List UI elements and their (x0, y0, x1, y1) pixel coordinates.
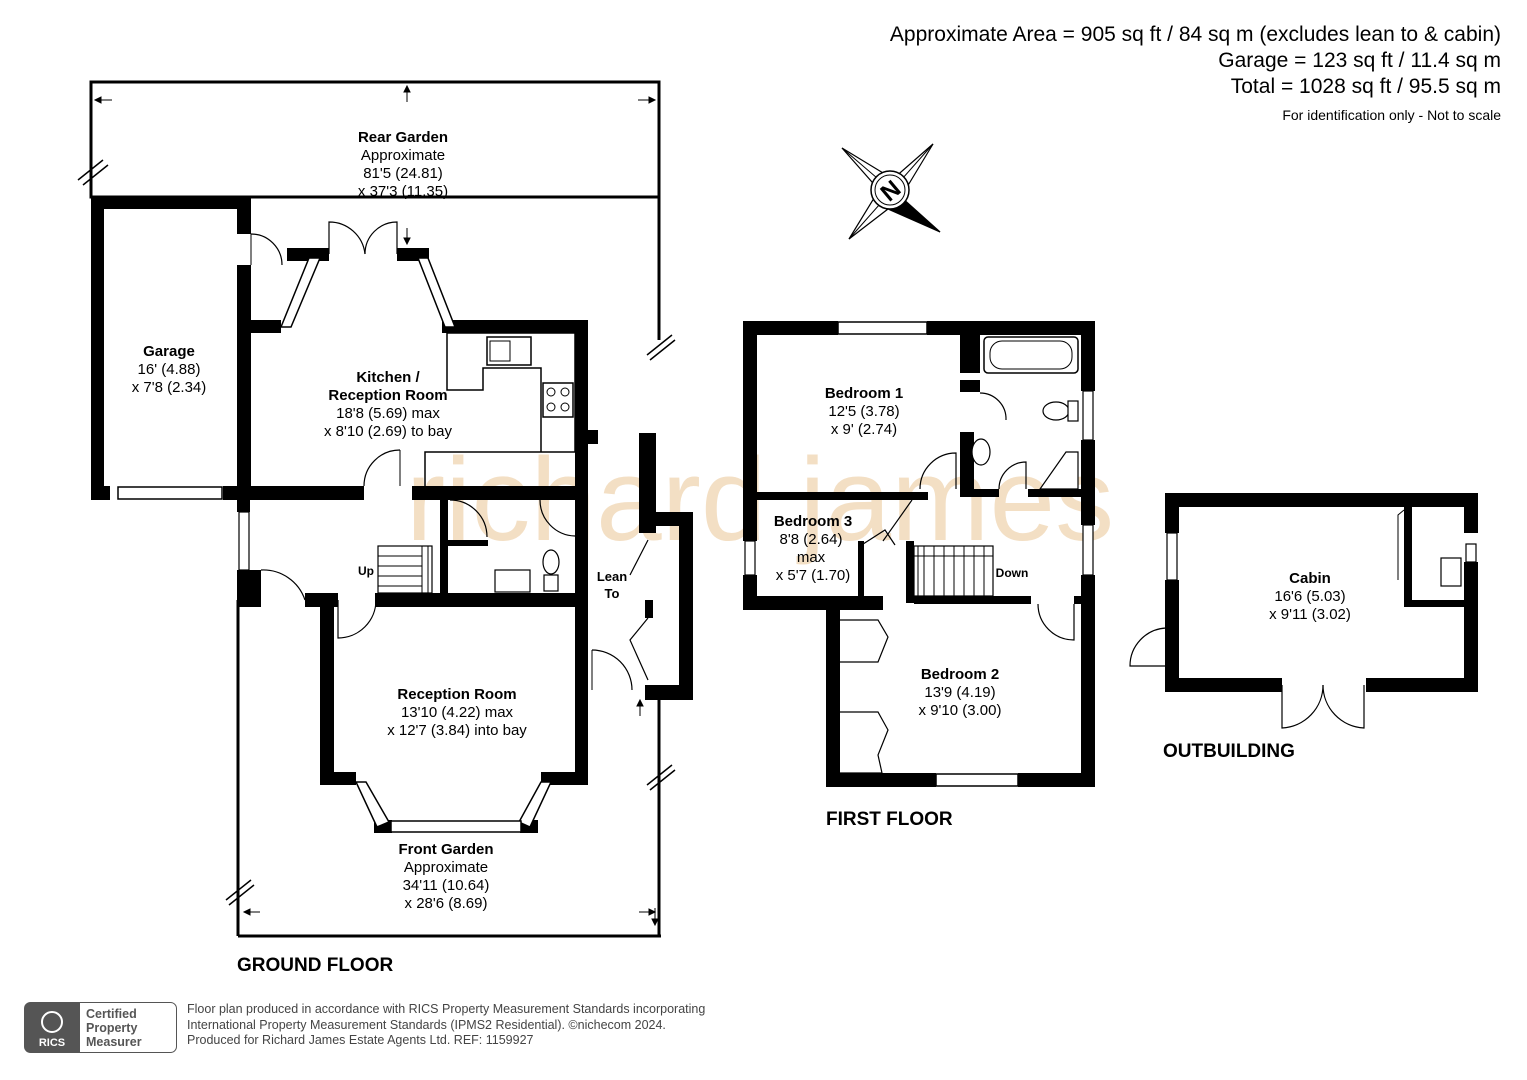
footer-notes: Floor plan produced in accordance with R… (187, 1002, 705, 1049)
rear-garden-l2: 81'5 (24.81) (363, 165, 443, 182)
footer-line1: Floor plan produced in accordance with R… (187, 1002, 706, 1016)
kitchen-l2: x 8'10 (2.69) to bay (324, 423, 452, 440)
cabin-name: Cabin (1289, 570, 1331, 587)
ground-floor-plan (77, 80, 693, 938)
total-area: Total = 1028 sq ft / 95.5 sq m (1230, 75, 1501, 98)
footer-line2: International Property Measurement Stand… (187, 1017, 666, 1032)
rics-certified: Certified (86, 1007, 137, 1021)
bedroom3-name: Bedroom 3 (774, 513, 852, 530)
rear-garden-name: Rear Garden (358, 129, 448, 146)
rear-garden-l3: x 37'3 (11.35) (358, 183, 448, 200)
compass-icon: N (841, 143, 941, 240)
bedroom1-name: Bedroom 1 (825, 385, 903, 402)
kitchen-l1: 18'8 (5.69) max (336, 405, 440, 422)
first-floor-label: FIRST FLOOR (826, 809, 953, 830)
bedroom1-l1: 12'5 (3.78) (828, 403, 899, 420)
garage-l2: x 7'8 (2.34) (132, 379, 207, 396)
area-summary: Approximate Area = 905 sq ft / 84 sq m (… (890, 22, 1501, 128)
bedroom3-l1: 8'8 (2.64) (780, 531, 843, 548)
outbuilding-label: OUTBUILDING (1163, 741, 1295, 762)
lean-to-l1: Lean (597, 569, 627, 584)
rear-garden-l1: Approximate (361, 147, 445, 164)
kitchen-walls (237, 248, 598, 500)
reception-l2: x 12'7 (3.84) into bay (387, 722, 527, 739)
bedroom2-l2: x 9'10 (3.00) (919, 702, 1002, 719)
rics-badge: RICS Certified Property Measurer (24, 1002, 177, 1053)
stairs-down: Down (996, 566, 1029, 580)
front-garden-l1: Approximate (404, 859, 488, 876)
reception-l1: 13'10 (4.22) max (401, 704, 514, 721)
kitchen-sink (486, 336, 532, 366)
cabin-l2: x 9'11 (3.02) (1269, 606, 1351, 623)
lean-to-l2: To (605, 586, 620, 601)
bedroom3-l3: x 5'7 (1.70) (776, 567, 851, 584)
cabin-sink (1440, 557, 1462, 587)
cabin-l1: 16'6 (5.03) (1274, 588, 1345, 605)
bath (983, 336, 1079, 374)
hob (542, 382, 574, 418)
rics-property: Property (86, 1021, 137, 1035)
kitchen-name1: Kitchen / (356, 369, 420, 386)
scale-note: For identification only - Not to scale (1282, 107, 1501, 123)
garage-area: Garage = 123 sq ft / 11.4 sq m (1218, 49, 1501, 72)
bay-window (390, 820, 522, 833)
front-garden-name: Front Garden (398, 841, 493, 858)
bedroom1-l2: x 9' (2.74) (831, 421, 897, 438)
room-labels: Rear Garden Approximate 81'5 (24.81) x 3… (132, 129, 1351, 912)
bedroom2-l1: 13'9 (4.19) (924, 684, 995, 701)
reception-name: Reception Room (397, 686, 516, 703)
ground-stairs (377, 545, 433, 594)
floor-labels: GROUND FLOOR FIRST FLOOR OUTBUILDING (237, 741, 1295, 976)
front-garden-l2: 34'11 (10.64) (403, 877, 490, 894)
garage-name: Garage (143, 343, 195, 360)
kitchen-name2: Reception Room (328, 387, 447, 404)
first-floor-plan (743, 321, 1095, 787)
wc-toilet (542, 549, 560, 575)
bedroom2-name: Bedroom 2 (921, 666, 999, 683)
rics-brand: RICS (39, 1037, 65, 1049)
garage-l1: 16' (4.88) (138, 361, 201, 378)
garage-door (117, 486, 223, 500)
outbuilding-plan (1129, 493, 1478, 729)
lean-to-walls (639, 433, 693, 700)
ground-floor-label: GROUND FLOOR (237, 955, 393, 976)
stairs-up: Up (358, 564, 374, 578)
footer-line3: Produced for Richard James Estate Agents… (187, 1033, 534, 1047)
hall-walls (237, 500, 588, 607)
bedroom3-l2: max (797, 549, 826, 566)
rics-logo-icon (41, 1011, 63, 1033)
front-garden-l3: x 28'6 (8.69) (405, 895, 488, 912)
shower (1038, 451, 1079, 490)
rics-measurer: Measurer (86, 1035, 142, 1049)
approximate-area: Approximate Area = 905 sq ft / 84 sq m (… (889, 23, 1501, 46)
